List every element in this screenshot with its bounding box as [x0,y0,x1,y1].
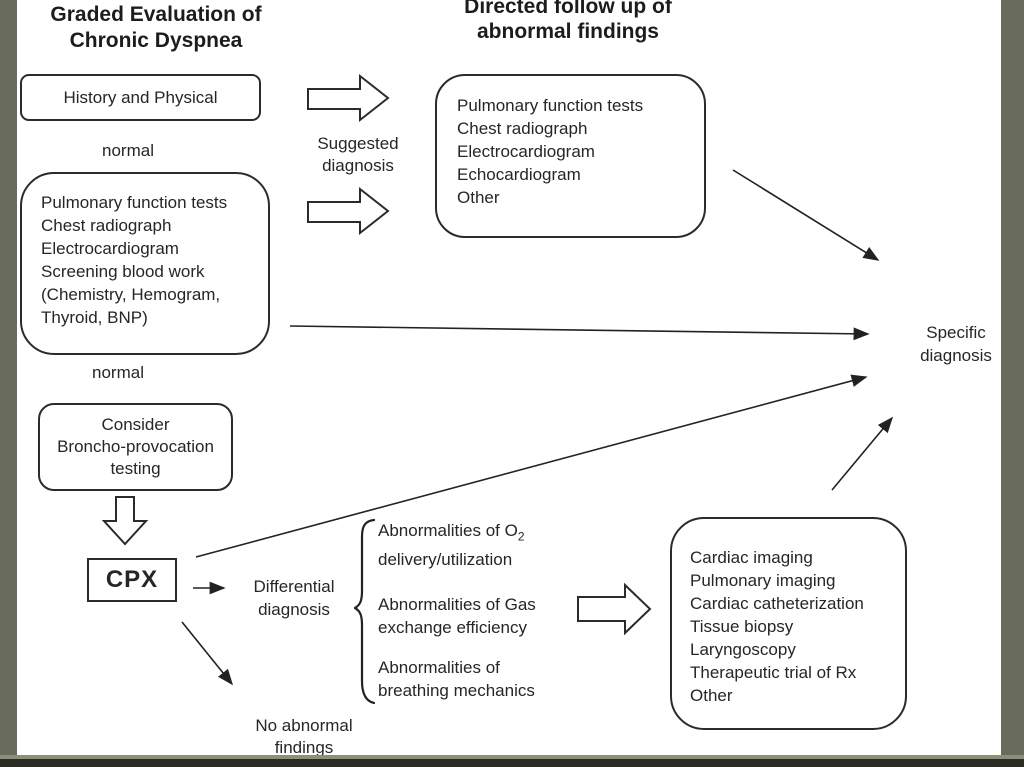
specific-diagnosis-label: Specific diagnosis [906,321,1006,367]
box-line: Laryngoscopy [690,640,796,659]
differential-line2: diagnosis [258,600,330,619]
cpx-box: CPX [87,558,177,602]
no-abnormal-findings-label: No abnormal findings [244,715,364,759]
box-line: Consider [101,415,170,434]
box-line: Tissue biopsy [690,617,794,636]
arrow-initialtests-to-specific [289,325,870,341]
normal-label-2: normal [92,363,144,382]
directed-tests-box: Pulmonary function tests Chest radiograp… [435,74,706,238]
box-line: Cardiac imaging [690,548,813,567]
box-line: Thyroid, BNP) [41,308,148,327]
right-frame-strip [1001,0,1024,767]
no-abnormal-line2: findings [274,738,334,757]
right-column-title: Directed follow up of abnormal findings [448,0,688,44]
brace-abnormalities [353,518,376,705]
initial-tests-box: Pulmonary function tests Chest radiograp… [20,172,270,355]
specific-line2: diagnosis [920,346,992,365]
box-line: Therapeutic trial of Rx [690,663,857,682]
box-line: Pulmonary function tests [41,193,228,212]
arrow-followup-to-specific [831,416,894,491]
normal-label-1: normal [102,141,154,160]
box-line: Other [457,188,500,207]
arrow-directedbox-to-specific [732,169,880,261]
box-line: Electrocardiogram [41,239,179,258]
differential-line1: Differential [253,577,335,596]
box-line: Echocardiogram [457,165,581,184]
consider-box: Consider Broncho-provocation testing [38,403,233,491]
block-arrow-history-to-directed [307,73,390,123]
abnormality-line: Abnormalities of [378,658,500,677]
differential-diagnosis-label: Differential diagnosis [240,575,348,621]
abnormality-item-o2: Abnormalities of O2 delivery/utilization [378,519,578,571]
box-line: Chest radiograph [41,216,172,235]
box-line: Chest radiograph [457,119,588,138]
box-line: testing [110,459,161,478]
block-arrow-tests-to-directed [307,186,390,236]
arrow-cpx-to-no-abnormal [181,621,234,686]
box-line: Broncho-provocation [57,437,214,456]
abnormality-line: Abnormalities of Gas [378,595,536,614]
box-line: Cardiac catheterization [690,594,864,613]
left-column-title: Graded Evaluation of Chronic Dyspnea [28,2,284,54]
abnormality-line: breathing mechanics [378,681,535,700]
bottom-frame-line [0,755,1024,759]
suggested-line2: diagnosis [322,156,394,175]
history-box: History and Physical [20,74,261,121]
left-column-title-line1: Graded Evaluation of [50,3,262,26]
suggested-diagnosis-label: Suggested diagnosis [304,133,412,177]
abnormality-line: Abnormalities of O [378,521,518,540]
cpx-label: CPX [105,566,159,593]
box-line: Screening blood work [41,262,205,281]
abnormality-line: exchange efficiency [378,618,528,637]
box-line: Pulmonary imaging [690,571,836,590]
box-line: Electrocardiogram [457,142,595,161]
box-line: Other [690,686,733,705]
box-line: Pulmonary function tests [457,96,644,115]
abnormality-line: delivery/utilization [378,550,513,570]
abnormality-item-breathing: Abnormalities of breathing mechanics [378,656,578,702]
specific-line1: Specific [926,323,986,342]
left-frame-strip [0,0,17,767]
block-arrow-abnormalities-to-followup [577,582,652,636]
followup-tests-box: Cardiac imaging Pulmonary imaging Cardia… [670,517,907,730]
right-column-title-line1: Directed follow up of [464,0,672,18]
bottom-frame-bar [0,759,1024,767]
no-abnormal-line1: No abnormal [255,716,353,735]
box-line: (Chemistry, Hemogram, [41,285,221,304]
left-column-title-line2: Chronic Dyspnea [69,29,243,52]
block-arrow-down-to-cpx [101,496,149,546]
history-box-label: History and Physical [63,88,218,107]
abnormality-item-gas-exchange: Abnormalities of Gas exchange efficiency [378,593,578,639]
o2-subscript: 2 [517,529,525,544]
right-column-title-line2: abnormal findings [476,20,659,43]
suggested-line1: Suggested [317,134,399,153]
